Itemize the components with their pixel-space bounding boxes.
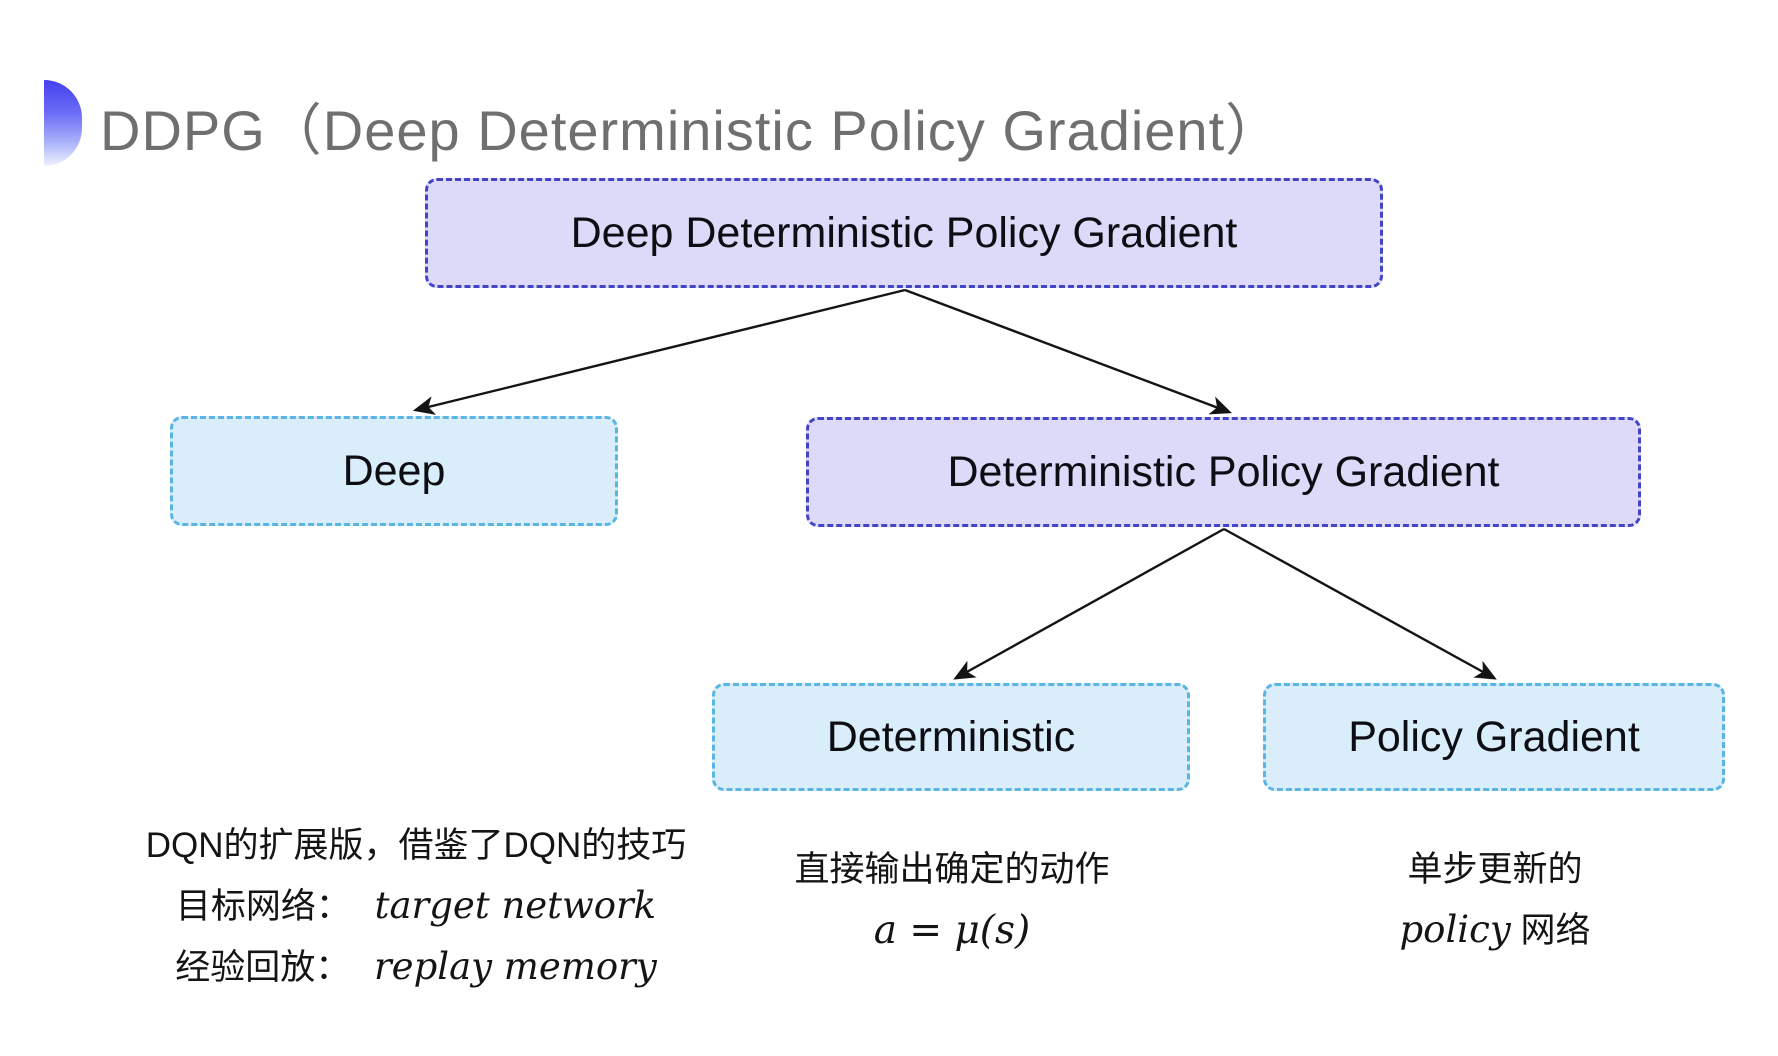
note-det-line1: 直接输出确定的动作: [794, 850, 1110, 889]
note-deterministic-details: 直接输出确定的动作 a = μ(s): [766, 852, 1138, 974]
replay-memory-label: 经验回放：: [175, 948, 351, 987]
node-deterministic-policy-gradient: Deterministic Policy Gradient: [806, 417, 1641, 527]
node-label: Deep Deterministic Policy Gradient: [570, 208, 1238, 257]
note-deep-line3: 经验回放： replay memory: [120, 948, 712, 985]
node-label: Deterministic: [826, 712, 1076, 761]
note-det-formula: a = μ(s): [873, 908, 1031, 953]
note-pg-line1: 单步更新的: [1407, 850, 1583, 889]
note-deep-line1: DQN的扩展版，借鉴了DQN的技巧: [145, 826, 687, 865]
title-bullet-icon: [44, 80, 82, 166]
policy-suffix: 网络: [1520, 911, 1591, 950]
node-label: Deep: [342, 446, 446, 495]
node-deep-deterministic-policy-gradient: Deep Deterministic Policy Gradient: [425, 178, 1383, 288]
target-network-term: target network: [374, 884, 657, 927]
node-label: Policy Gradient: [1348, 712, 1640, 761]
note-policy-gradient-details: 单步更新的 policy 网络: [1300, 852, 1690, 972]
node-deep: Deep: [170, 416, 618, 526]
page-title: DDPG（Deep Deterministic Policy Gradient）: [100, 99, 1283, 162]
policy-term: policy: [1399, 908, 1511, 951]
replay-memory-term: replay memory: [373, 945, 657, 988]
note-pg-line2: policy 网络: [1300, 911, 1690, 948]
node-policy-gradient: Policy Gradient: [1263, 683, 1725, 791]
target-network-label: 目标网络：: [175, 887, 351, 926]
note-deep-line2: 目标网络： target network: [120, 887, 712, 924]
node-deterministic: Deterministic: [712, 683, 1190, 791]
note-deep-details: DQN的扩展版，借鉴了DQN的技巧 目标网络： target network 经…: [120, 828, 712, 1009]
node-label: Deterministic Policy Gradient: [947, 447, 1500, 496]
